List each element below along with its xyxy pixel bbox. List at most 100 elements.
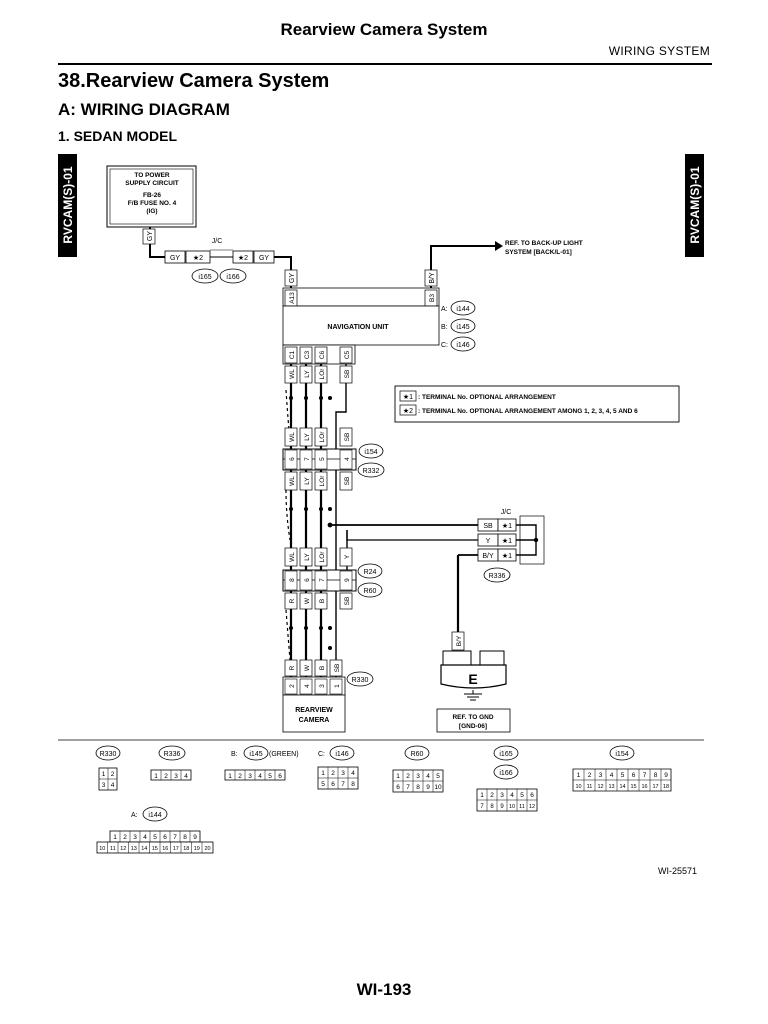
- figure-code: WI-25571: [658, 866, 698, 876]
- svg-text:2: 2: [406, 773, 410, 780]
- svg-text:1: 1: [154, 773, 158, 780]
- svg-text:LOr: LOr: [319, 475, 326, 487]
- svg-text:R60: R60: [411, 751, 424, 758]
- svg-text:A:: A:: [131, 812, 138, 819]
- svg-text:1: 1: [577, 772, 581, 779]
- jc-right-connector: SB ★1 Y ★1 B/Y ★1 R336: [477, 515, 545, 583]
- svg-text:★2: ★2: [403, 407, 413, 415]
- svg-text:11: 11: [110, 846, 116, 852]
- svg-text:i154: i154: [364, 449, 377, 456]
- svg-text:9: 9: [664, 772, 668, 779]
- svg-text:★1: ★1: [502, 537, 512, 545]
- svg-text:5: 5: [436, 773, 440, 780]
- connector-view-i154: i154 1 2 3 4 5 6 7 8 9 10 11 12 13 14 15…: [572, 745, 672, 792]
- svg-text:i145: i145: [249, 751, 262, 758]
- section-title: 38.Rearview Camera System: [58, 70, 330, 92]
- svg-text:R: R: [289, 598, 296, 603]
- svg-text:5: 5: [268, 773, 272, 780]
- svg-text:C:: C:: [318, 751, 325, 758]
- svg-text:6: 6: [331, 781, 335, 788]
- svg-text:LOr: LOr: [319, 431, 326, 443]
- legend-box: ★1 : TERMINAL No. OPTIONAL ARRANGEMENT ★…: [394, 385, 680, 423]
- connector-view-i145: B: i145 (GREEN) 1 2 3 4 5 6: [224, 745, 299, 781]
- ground-symbol: B/Y E REF. TO GND [GND-06]: [436, 631, 511, 733]
- svg-text:14: 14: [141, 846, 147, 852]
- svg-text:SB: SB: [344, 477, 351, 486]
- svg-text:B: B: [319, 599, 326, 603]
- svg-text:7: 7: [173, 834, 177, 841]
- svg-text:5: 5: [321, 781, 325, 788]
- svg-text:1: 1: [113, 834, 117, 841]
- svg-text:B: B: [319, 666, 326, 670]
- connector-view-r330: R330 1 2 3 4: [95, 745, 121, 791]
- svg-text:1: 1: [480, 792, 484, 799]
- connector-r24-r60: 8 6 7 9 R24 R60: [282, 563, 383, 598]
- gy-label-nav: GY: [284, 269, 298, 287]
- svg-text:3: 3: [248, 773, 252, 780]
- svg-text:6: 6: [289, 457, 296, 461]
- svg-text:16: 16: [641, 784, 647, 790]
- connector-tag-i165: i165: [191, 268, 219, 284]
- header-rule: [58, 63, 712, 65]
- svg-text:i146: i146: [335, 751, 348, 758]
- wire-labels-segment-1: WL LY LOr SB: [284, 365, 353, 384]
- jc-label-top: J/C: [212, 238, 223, 245]
- backup-ref-2: SYSTEM [BACK/L-01]: [505, 249, 572, 256]
- svg-text:4: 4: [111, 782, 115, 789]
- svg-text:7: 7: [480, 804, 484, 810]
- arrow-icon: [495, 241, 503, 251]
- signal-wires: [289, 364, 348, 680]
- svg-text:i145: i145: [456, 324, 469, 331]
- by-label-nav: B/Y: [424, 269, 438, 287]
- svg-text:GY: GY: [259, 255, 269, 262]
- camera-label-1: REARVIEW: [295, 707, 333, 714]
- ground-ref-2: [GND-06]: [459, 723, 487, 730]
- svg-text:C5: C5: [344, 350, 351, 359]
- svg-text:9: 9: [344, 578, 351, 582]
- svg-text:2: 2: [331, 770, 335, 777]
- svg-text:5: 5: [621, 772, 625, 779]
- svg-text:3: 3: [341, 770, 345, 777]
- by-wire-backup: [430, 245, 495, 288]
- svg-text:SB: SB: [334, 664, 341, 673]
- wire-labels-segment-3: WL LY LOr SB: [284, 471, 353, 491]
- nav-connector-tags: A: i144 B: i145 C: i146: [441, 300, 476, 352]
- svg-text:GY: GY: [147, 231, 154, 241]
- shield-dots-2: [289, 507, 333, 528]
- svg-text:12: 12: [529, 804, 535, 810]
- svg-text:SB: SB: [483, 523, 493, 530]
- svg-text:18: 18: [663, 784, 669, 790]
- svg-text:7: 7: [304, 457, 311, 461]
- svg-text:15: 15: [152, 846, 158, 852]
- svg-text:i165: i165: [499, 751, 512, 758]
- svg-text:3: 3: [174, 773, 178, 780]
- power-line-3: FB-26: [143, 192, 161, 199]
- svg-text:2: 2: [111, 771, 115, 778]
- connector-view-i165-i166: i165 i166 1 2 3 4 5 6 7 8 9 10 11 12: [476, 745, 538, 812]
- ground-letter: E: [468, 671, 477, 687]
- rearview-camera: 2 4 3 1 REARVIEW CAMERA R330: [282, 671, 374, 733]
- svg-text:i166: i166: [226, 274, 239, 281]
- svg-text:6: 6: [396, 784, 400, 791]
- svg-text:C6: C6: [319, 350, 326, 359]
- power-line-5: (IG): [146, 208, 157, 215]
- svg-text:i166: i166: [499, 770, 512, 777]
- svg-text:11: 11: [519, 804, 525, 810]
- svg-text:5: 5: [319, 457, 326, 461]
- gy-label-vertical: GY: [142, 228, 156, 245]
- svg-text:1: 1: [321, 770, 325, 777]
- svg-text:8: 8: [183, 834, 187, 841]
- svg-text:i154: i154: [615, 751, 628, 758]
- svg-text:6: 6: [632, 772, 636, 779]
- svg-text:2: 2: [588, 772, 592, 779]
- svg-text:R24: R24: [364, 569, 377, 576]
- svg-text:B/Y: B/Y: [456, 635, 463, 646]
- svg-text:6: 6: [530, 792, 534, 799]
- svg-text:3: 3: [500, 792, 504, 799]
- svg-text:13: 13: [608, 784, 614, 790]
- svg-text:3: 3: [416, 773, 420, 780]
- svg-text:i144: i144: [148, 812, 161, 819]
- svg-text:7: 7: [643, 772, 647, 779]
- wire-labels-segment-4: WL LY LOr Y: [284, 547, 353, 567]
